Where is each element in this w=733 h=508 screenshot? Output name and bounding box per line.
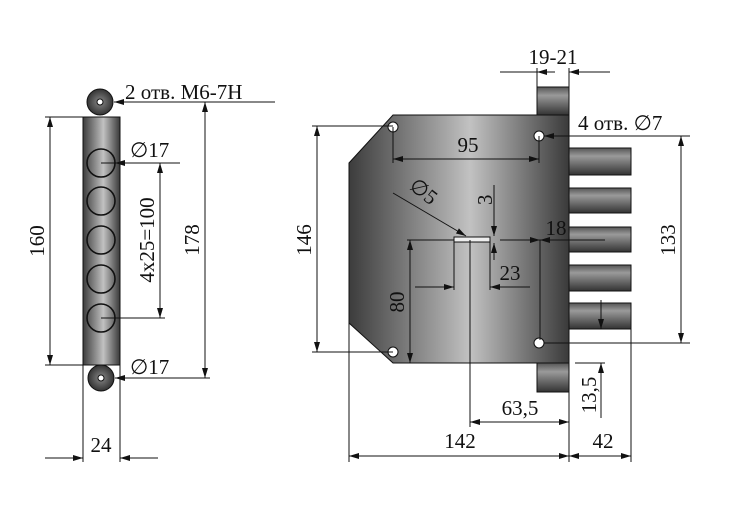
dia-17-bottom: ∅17 — [130, 355, 169, 379]
dim-63-5: 63,5 — [502, 396, 539, 420]
dim-18: 18 — [546, 216, 567, 240]
dim-142: 142 — [444, 429, 476, 453]
dim-42: 42 — [593, 429, 614, 453]
dim-95: 95 — [458, 133, 479, 157]
dim-bolt-pitch: 4x25=100 — [135, 197, 159, 282]
dim-178: 178 — [180, 224, 204, 256]
front-view: 19-21 4 отв. ∅7 133 95 146 ∅5 3 18 23 80… — [292, 45, 690, 462]
bottom-bolt — [536, 362, 570, 393]
side-bolts — [568, 147, 632, 330]
dim-146: 146 — [292, 224, 316, 256]
top-bolt — [536, 86, 570, 116]
mount-holes — [387, 121, 545, 358]
side-view: 2 отв. М6-7Н 160 178 4x25=100 ∅17 ∅17 24 — [25, 80, 275, 462]
dim-80: 80 — [385, 292, 409, 313]
dim-3: 3 — [473, 195, 497, 206]
side-holes-note: 2 отв. М6-7Н — [125, 80, 242, 104]
dim-160: 160 — [25, 225, 49, 257]
dim-13-5: 13,5 — [577, 377, 601, 414]
dim-133: 133 — [656, 224, 680, 256]
keyhole — [453, 236, 491, 243]
dia-17-top: ∅17 — [130, 138, 169, 162]
dim-19-21: 19-21 — [529, 45, 578, 69]
dim-24: 24 — [91, 433, 113, 457]
dim-23: 23 — [500, 261, 521, 285]
front-holes-note: 4 отв. ∅7 — [578, 111, 662, 135]
